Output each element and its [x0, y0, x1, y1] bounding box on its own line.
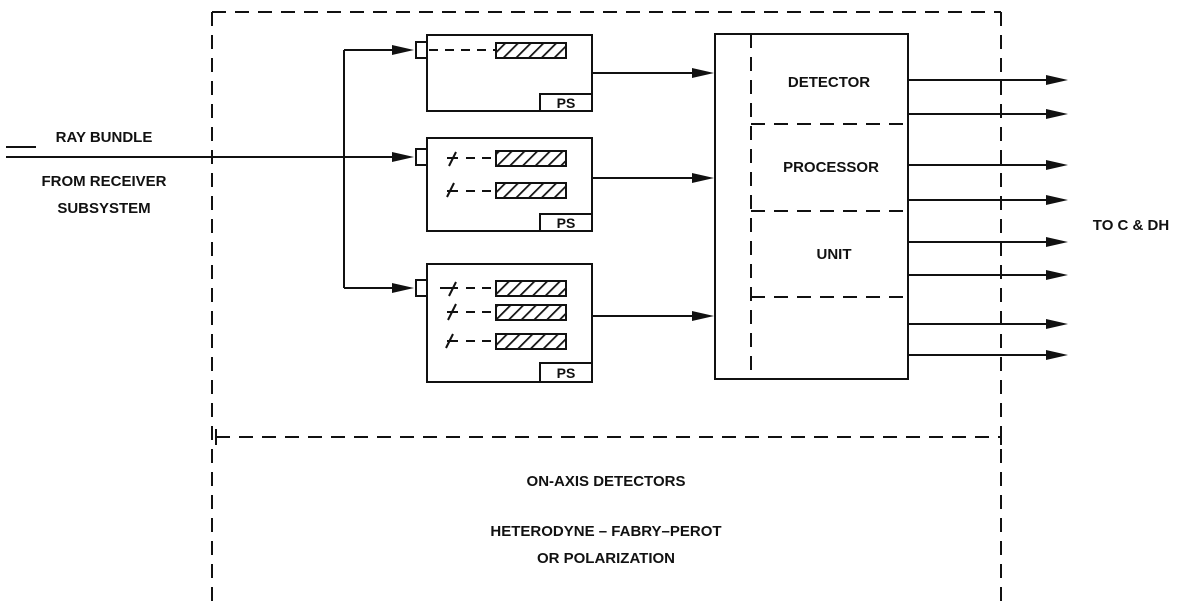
module-3-detector-element-3 [495, 333, 567, 350]
processor-line-3: UNIT [817, 246, 852, 263]
module-3-input-port [415, 279, 428, 297]
input-ray-line [6, 146, 414, 162]
detector-processor-unit: DETECTOR PROCESSOR UNIT [714, 33, 909, 380]
module-3-beamsplitter-3 [445, 333, 458, 349]
input-label-line-3: SUBSYSTEM [57, 200, 150, 217]
module-3: PS [415, 263, 714, 383]
outer-dashed-boundary [211, 11, 1002, 606]
module-2-ps-label: PS [557, 215, 576, 231]
module-1: PS [415, 34, 714, 112]
module-1-ps-box [539, 93, 593, 112]
caption-line-1: ON-AXIS DETECTORS [527, 473, 686, 490]
module-3-detector-element-1 [495, 280, 567, 297]
module-2-input-port [415, 148, 428, 166]
module-1-detector-element-1 [495, 42, 567, 59]
module-3-beamsplitter-1 [440, 281, 458, 297]
module-2-detector-element-2 [495, 182, 567, 199]
output-arrows [908, 75, 1068, 360]
processor-line-2: PROCESSOR [783, 159, 879, 176]
module-1-ps-label: PS [557, 95, 576, 111]
module-2-beamsplitter-1 [447, 151, 458, 167]
module-2-ps-box [539, 213, 593, 232]
input-label-line-2: FROM RECEIVER [41, 173, 166, 190]
caption-line-3: OR POLARIZATION [537, 550, 675, 567]
module-3-ps-label: PS [557, 365, 576, 381]
module-2: PS [415, 137, 714, 232]
splitter-lines [343, 45, 414, 293]
module-3-ps-box [539, 362, 593, 383]
module-3-detector-element-2 [495, 304, 567, 321]
output-label: TO C & DH [1093, 217, 1169, 234]
module-1-input-port [415, 41, 428, 59]
input-label-line-1: RAY BUNDLE [56, 129, 153, 146]
module-2-beamsplitter-2 [446, 182, 458, 198]
processor-line-1: DETECTOR [788, 74, 870, 91]
module-2-detector-element-1 [495, 150, 567, 167]
module-3-beamsplitter-2 [447, 303, 458, 321]
caption-line-2: HETERODYNE – FABRY–PEROT [490, 523, 721, 540]
